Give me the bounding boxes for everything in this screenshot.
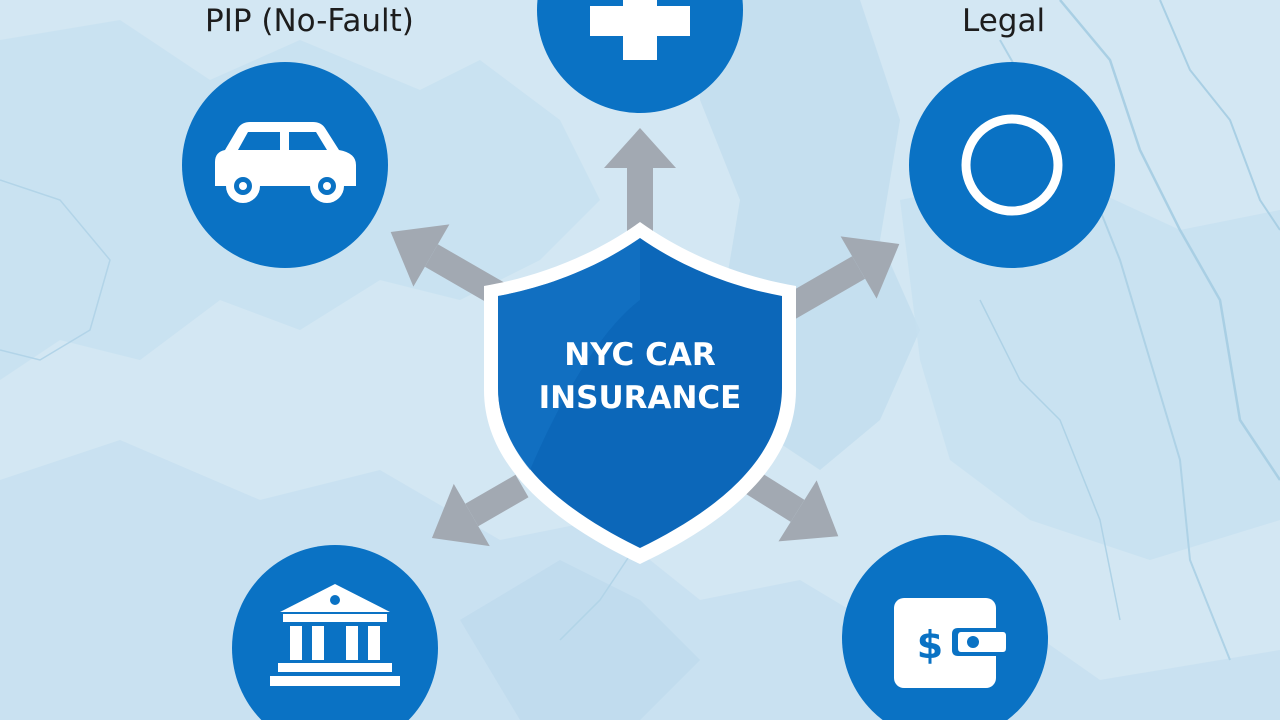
shield-title-line2: INSURANCE [539, 380, 742, 416]
node-pip [182, 62, 388, 268]
circle-icon [961, 114, 1063, 216]
car-icon [215, 122, 356, 203]
arrow-to-bank [431, 474, 529, 547]
node-wallet: $ [842, 535, 1048, 720]
arrow-to-legal [778, 236, 900, 322]
shield-title-line1: NYC CAR [564, 337, 716, 373]
node-bank [232, 545, 438, 720]
central-shield: NYC CAR INSURANCE [484, 222, 796, 564]
wallet-icon: $ [894, 598, 1010, 688]
wallet-dollar-sign: $ [917, 623, 943, 667]
label-legal: Legal [962, 3, 1046, 39]
bank-icon [270, 584, 400, 686]
node-medical [537, 0, 743, 113]
label-pip-no-fault: PIP (No-Fault) [205, 3, 414, 39]
medical-cross-icon [590, 0, 690, 60]
node-legal [909, 62, 1115, 268]
